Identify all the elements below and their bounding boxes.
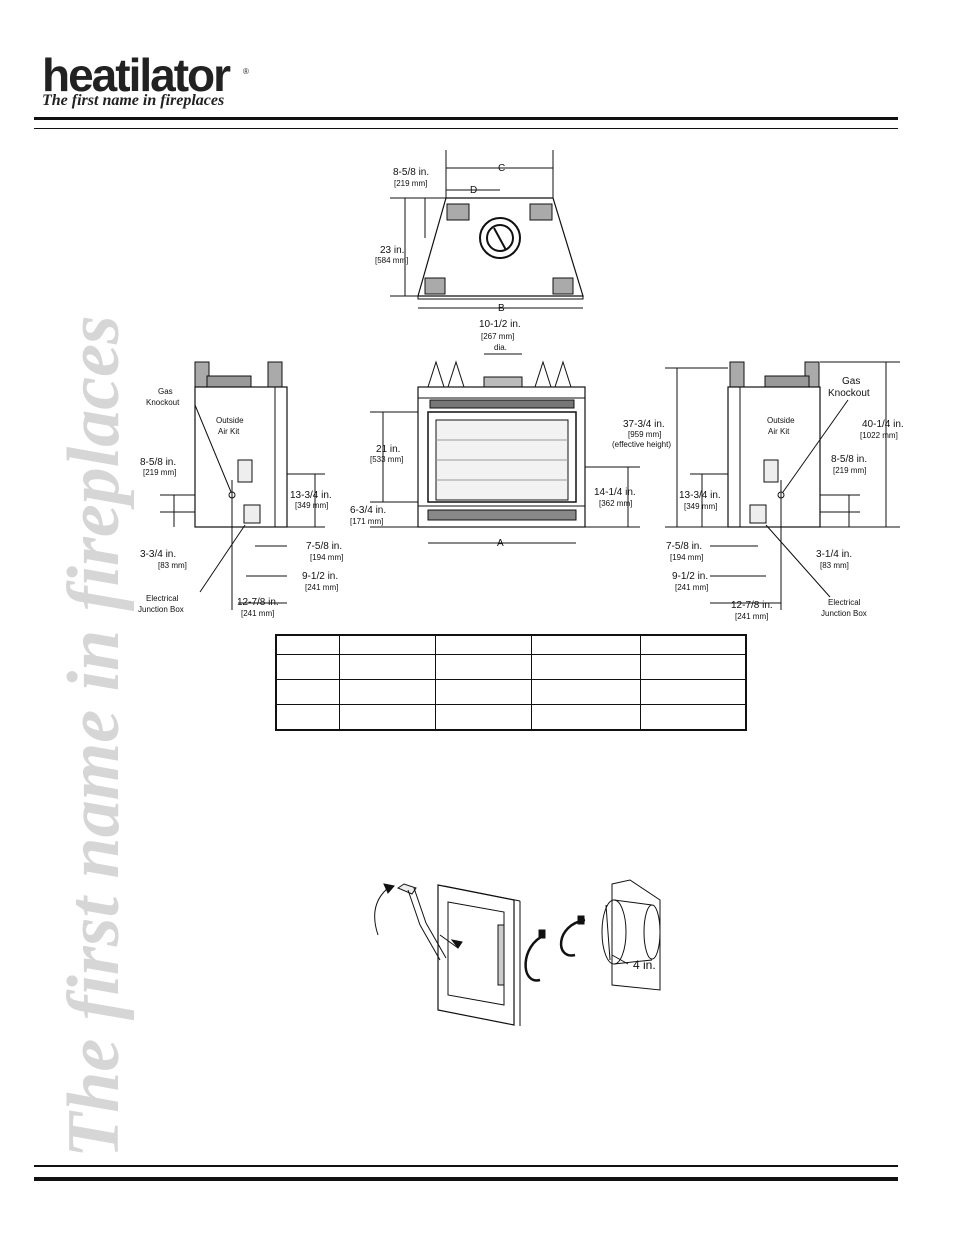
- left-d2-in: 13-3/4 in.: [290, 490, 332, 501]
- right-d6-mm: [241 mm]: [735, 612, 768, 621]
- top-dim-b: B: [498, 303, 505, 314]
- table-cell: [435, 704, 532, 731]
- table-row: [275, 654, 747, 680]
- top-view-drawing: [390, 150, 584, 309]
- table-cell: [275, 679, 340, 705]
- right-outside: Outside: [767, 416, 795, 425]
- left-d4-in: 7-5/8 in.: [306, 541, 342, 552]
- brand-logo: heatilator: [42, 49, 231, 101]
- top-dim-d: D: [470, 185, 477, 196]
- left-junction-box: Junction Box: [138, 605, 184, 614]
- left-d5-mm: [241 mm]: [305, 583, 338, 592]
- table-cell: [531, 634, 641, 655]
- table-row: [275, 704, 747, 731]
- table-cell: [640, 634, 747, 655]
- table-cell: [435, 634, 532, 655]
- left-d1-in: 8-5/8 in.: [140, 457, 176, 468]
- table-row: [275, 679, 747, 705]
- front-view-drawing: [370, 353, 640, 544]
- right-d4-mm: [194 mm]: [670, 553, 703, 562]
- right-d1-in: 8-5/8 in.: [831, 454, 867, 465]
- footer-rule: [34, 1165, 898, 1167]
- left-outside: Outside: [216, 416, 244, 425]
- left-d3-in: 3-3/4 in.: [140, 549, 176, 560]
- left-gas: Gas: [158, 387, 173, 396]
- right-eff-mm: [959 mm]: [628, 430, 661, 439]
- right-total-in: 40-1/4 in.: [862, 419, 904, 430]
- table-cell: [275, 704, 340, 731]
- table-cell: [275, 654, 340, 680]
- table-cell: [640, 654, 747, 680]
- table-cell: [531, 654, 641, 680]
- top-depth-in: 8-5/8 in.: [393, 167, 429, 178]
- table-cell: [339, 634, 436, 655]
- front-flue-note: dia.: [494, 343, 507, 352]
- left-knockout: Knockout: [146, 398, 180, 407]
- left-d6-mm: [241 mm]: [241, 609, 274, 618]
- table-cell: [275, 634, 340, 655]
- front-side-in: 14-1/4 in.: [594, 487, 636, 498]
- front-dim-a: A: [497, 538, 504, 549]
- left-d3-mm: [83 mm]: [158, 561, 187, 570]
- right-d4-in: 7-5/8 in.: [666, 541, 702, 552]
- right-d3-in: 3-1/4 in.: [816, 549, 852, 560]
- table-cell: [339, 654, 436, 680]
- brand-tagline: The first name in fireplaces: [42, 92, 225, 109]
- front-flue-mm: [267 mm]: [481, 332, 514, 341]
- spec-table: [275, 634, 747, 731]
- table-cell: [531, 704, 641, 731]
- right-d2-in: 13-3/4 in.: [679, 490, 721, 501]
- right-d3-mm: [83 mm]: [820, 561, 849, 570]
- left-d2-mm: [349 mm]: [295, 501, 328, 510]
- left-view-drawing: [160, 361, 325, 610]
- table-cell: [339, 704, 436, 731]
- top-depth-mm: [219 mm]: [394, 179, 427, 188]
- right-d2-mm: [349 mm]: [684, 502, 717, 511]
- table-cell: [640, 704, 747, 731]
- header-rule-thin: [34, 128, 898, 129]
- air-kit-drawing: [374, 879, 661, 1026]
- front-flue-in: 10-1/2 in.: [479, 319, 521, 330]
- footer-rule-thick: [34, 1177, 898, 1181]
- top-dim-c: C: [498, 163, 505, 174]
- table-cell: [339, 679, 436, 705]
- header-rule: [34, 117, 898, 120]
- right-d1-mm: [219 mm]: [833, 466, 866, 475]
- right-air-kit: Air Kit: [768, 427, 790, 436]
- left-air-kit: Air Kit: [218, 427, 240, 436]
- right-knockout: Knockout: [828, 388, 870, 399]
- right-d5-mm: [241 mm]: [675, 583, 708, 592]
- right-eff-in: 37-3/4 in.: [623, 419, 665, 430]
- top-height-in: 23 in.: [380, 245, 404, 256]
- front-opening-in: 21 in.: [376, 444, 400, 455]
- front-base-in: 6-3/4 in.: [350, 505, 386, 516]
- right-d5-in: 9-1/2 in.: [672, 571, 708, 582]
- table-cell: [531, 679, 641, 705]
- right-gas: Gas: [842, 376, 860, 387]
- right-junction-box: Junction Box: [821, 609, 867, 618]
- left-d6-in: 12-7/8 in.: [237, 597, 279, 608]
- registered-mark: ®: [243, 67, 249, 76]
- right-total-mm: [1022 mm]: [860, 431, 898, 440]
- table-cell: [435, 654, 532, 680]
- front-opening-mm: [533 mm]: [370, 455, 403, 464]
- table-cell: [640, 679, 747, 705]
- table-cell: [435, 679, 532, 705]
- front-base-mm: [171 mm]: [350, 517, 383, 526]
- right-eff-note: (effective height): [612, 440, 671, 449]
- left-d4-mm: [194 mm]: [310, 553, 343, 562]
- left-d5-in: 9-1/2 in.: [302, 571, 338, 582]
- left-electrical: Electrical: [146, 594, 179, 603]
- top-height-mm: [584 mm]: [375, 256, 408, 265]
- front-side-mm: [362 mm]: [599, 499, 632, 508]
- table-row: [275, 634, 747, 655]
- left-d1-mm: [219 mm]: [143, 468, 176, 477]
- air-kit-size: 4 in.: [633, 958, 656, 972]
- right-electrical: Electrical: [828, 598, 861, 607]
- right-d6-in: 12-7/8 in.: [731, 600, 773, 611]
- right-view-drawing: [665, 361, 900, 610]
